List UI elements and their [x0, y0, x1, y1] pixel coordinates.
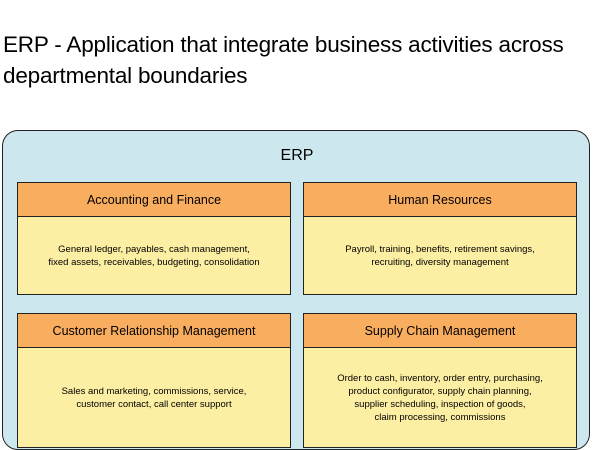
erp-label: ERP — [280, 147, 314, 164]
module-description-line: claim processing, commissions — [374, 411, 506, 423]
module-description-line: customer contact, call center support — [76, 398, 232, 410]
module-customer-relationship-management: Customer Relationship Management Sales a… — [17, 313, 291, 448]
module-description-line: fixed assets, receivables, budgeting, co… — [48, 256, 260, 268]
module-accounting-finance: Accounting and Finance General ledger, p… — [17, 182, 291, 295]
module-description: Order to cash, inventory, order entry, p… — [304, 348, 576, 447]
module-header: Accounting and Finance — [18, 183, 290, 217]
module-description-line: supplier scheduling, inspection of goods… — [354, 398, 526, 410]
module-header: Human Resources — [304, 183, 576, 217]
module-description-line: Sales and marketing, commissions, servic… — [61, 385, 247, 397]
module-description-line: Payroll, training, benefits, retirement … — [345, 243, 535, 255]
module-header: Customer Relationship Management — [18, 314, 290, 348]
diagram-title-line-1: ERP - Application that integrate busines… — [3, 32, 564, 57]
module-description-line: product configurator, supply chain plann… — [348, 385, 532, 397]
module-header: Supply Chain Management — [304, 314, 576, 348]
module-description: General ledger, payables, cash managemen… — [18, 217, 290, 294]
diagram-title: ERP - Application that integrate busines… — [3, 29, 588, 91]
module-human-resources: Human Resources Payroll, training, benef… — [303, 182, 577, 295]
diagram-title-line-2: departmental boundaries — [3, 63, 248, 88]
module-description: Sales and marketing, commissions, servic… — [18, 348, 290, 447]
module-supply-chain-management: Supply Chain Management Order to cash, i… — [303, 313, 577, 448]
module-description-line: recruiting, diversity management — [371, 256, 509, 268]
module-description-line: General ledger, payables, cash managemen… — [58, 243, 250, 255]
module-description-line: Order to cash, inventory, order entry, p… — [337, 372, 543, 384]
module-description: Payroll, training, benefits, retirement … — [304, 217, 576, 294]
